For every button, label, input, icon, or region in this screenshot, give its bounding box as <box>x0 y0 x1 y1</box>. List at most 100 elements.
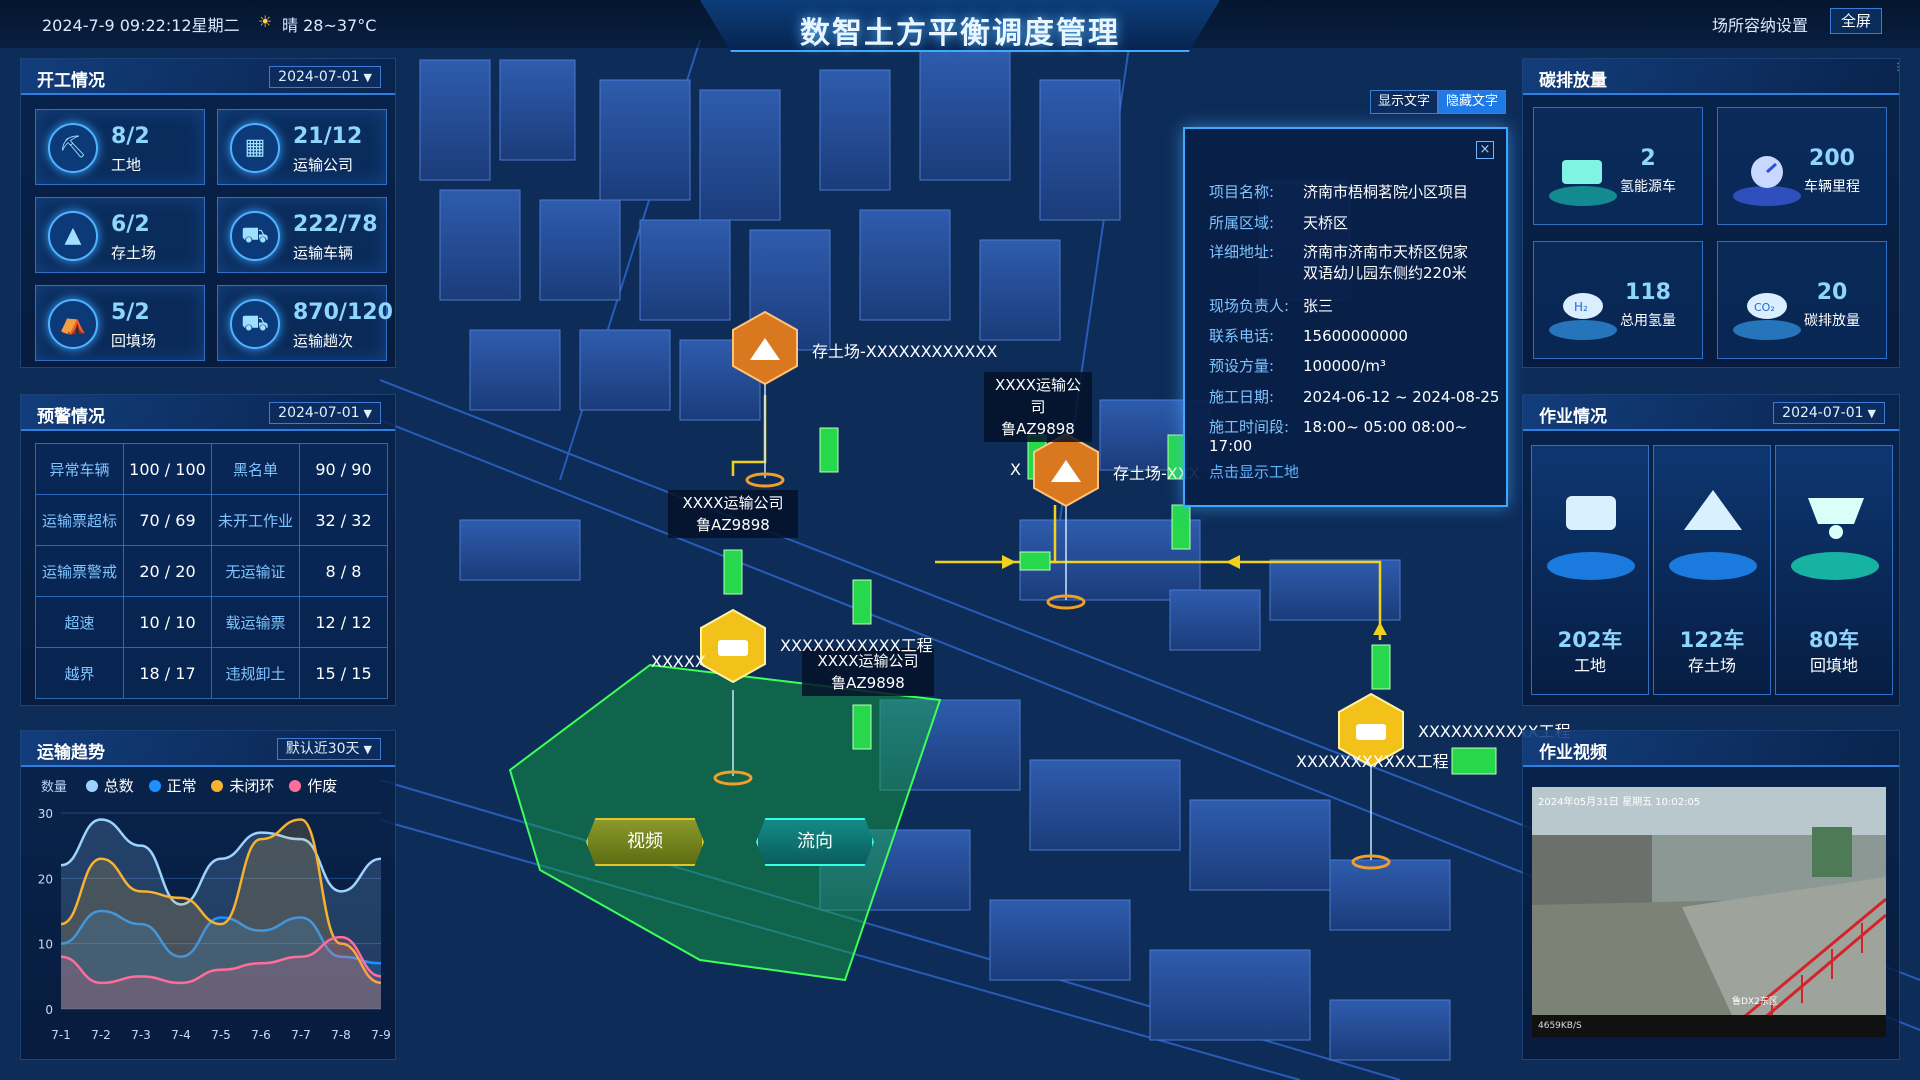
close-icon[interactable]: × <box>1476 141 1494 159</box>
stat-value: 21/12 <box>293 124 363 149</box>
table-row: 异常车辆 100 / 100 黑名单 90 / 90 <box>35 443 388 495</box>
date-select[interactable]: 2024-07-01▼ <box>269 66 381 88</box>
table-cell: 违规卸土 <box>211 647 300 699</box>
carbon-card[interactable]: H₂ 118 总用氢量 <box>1533 241 1703 359</box>
x-tick-label: 7-3 <box>131 1028 151 1042</box>
panel-title: 开工情况 <box>37 71 105 91</box>
video-button[interactable]: 视频 <box>586 818 704 866</box>
site-marker[interactable] <box>700 608 766 684</box>
panel-title: 碳排放量 <box>1539 71 1607 91</box>
table-row: 超速 10 / 10 载运输票 12 / 12 <box>35 596 388 648</box>
table-cell[interactable]: 20 / 20 <box>123 545 212 597</box>
warning-panel: 预警情况 2024-07-01▼ 异常车辆 100 / 100 黑名单 90 /… <box>20 394 396 706</box>
legend-label: 作废 <box>307 777 338 795</box>
table-cell: 运输票超标 <box>35 494 124 546</box>
work-card[interactable]: 80车 回填地 <box>1775 445 1893 695</box>
hide-text-button[interactable]: 隐藏文字 <box>1438 90 1507 114</box>
info-row: 详细地址:济南市济南市天桥区倪家 <box>1209 243 1469 261</box>
info-row: 预设方量:100000/m³ <box>1209 357 1386 375</box>
carbon-panel: 碳排放量 ⋮ 2 氢能源车 200 车辆里程 H₂ 118 总用氢量 CO₂ 2… <box>1522 58 1903 368</box>
truck-trip-icon: ⛟ <box>230 299 280 349</box>
stat-label: 工地 <box>111 156 142 174</box>
panel-title: 预警情况 <box>37 407 105 427</box>
table-cell[interactable]: 15 / 15 <box>299 647 388 699</box>
legend-swatch <box>148 780 161 792</box>
vehicle-label: XXXX运输公司鲁AZ9898 <box>668 490 798 538</box>
info-row: 联系电话:15600000000 <box>1209 327 1408 345</box>
stat-value: 222/78 <box>293 212 378 237</box>
panel-header: 碳排放量 ⋮ <box>1523 59 1903 95</box>
stat-card[interactable]: ▦ 21/12 运输公司 <box>217 109 387 185</box>
y-tick-label: 0 <box>45 1003 53 1017</box>
site-info-popup: × 项目名称:济南市梧桐茗院小区项目 所属区域:天桥区 详细地址:济南市济南市天… <box>1183 127 1508 507</box>
mountain-icon: ▲ <box>48 211 98 261</box>
site-label: XXXXXXXXXXX工程 <box>1296 752 1449 771</box>
series-area <box>61 937 381 1009</box>
stat-value: 2 <box>1640 146 1656 171</box>
table-cell[interactable]: 18 / 17 <box>123 647 212 699</box>
stat-card[interactable]: ⛟ 222/78 运输车辆 <box>217 197 387 273</box>
stat-value: 200 <box>1809 146 1855 171</box>
table-cell: 未开工作业 <box>211 494 300 546</box>
stat-label: 碳排放量 <box>1804 313 1860 329</box>
legend-swatch <box>85 780 98 792</box>
series-area <box>61 819 381 1009</box>
chevron-down-icon: ▼ <box>1867 407 1876 420</box>
table-cell[interactable]: 12 / 12 <box>299 596 388 648</box>
table-cell[interactable]: 32 / 32 <box>299 494 388 546</box>
vehicle-markers[interactable] <box>723 427 1497 775</box>
depot-label: 存土场-XXX <box>1113 464 1200 483</box>
range-select[interactable]: 默认近30天▼ <box>276 738 381 760</box>
stat-label: 车辆里程 <box>1804 179 1860 195</box>
flow-button[interactable]: 流向 <box>756 818 874 866</box>
building-blocks <box>419 49 1451 1061</box>
table-cell: 异常车辆 <box>35 443 124 495</box>
excavator-icon <box>1547 496 1635 580</box>
stat-card[interactable]: ⛺ 5/2 回填场 <box>35 285 205 361</box>
show-site-link[interactable]: 点击显示工地 <box>1209 463 1300 481</box>
stat-card[interactable]: ⛏ 8/2 工地 <box>35 109 205 185</box>
legend-label: 总数 <box>103 777 134 795</box>
stat-card[interactable]: ▲ 6/2 存土场 <box>35 197 205 273</box>
stat-label: 运输公司 <box>293 156 354 174</box>
carbon-card[interactable]: 200 车辆里程 <box>1717 107 1887 225</box>
panel-title: 作业情况 <box>1539 407 1607 427</box>
panel-title: 运输趋势 <box>37 743 105 763</box>
table-cell[interactable]: 8 / 8 <box>299 545 388 597</box>
table-cell[interactable]: 90 / 90 <box>299 443 388 495</box>
table-cell[interactable]: 70 / 69 <box>123 494 212 546</box>
stat-value: 870/120 <box>293 300 393 325</box>
table-cell[interactable]: 10 / 10 <box>123 596 212 648</box>
more-icon[interactable]: ⋮ <box>1893 62 1903 73</box>
site-marker[interactable] <box>1338 692 1404 768</box>
text-toggle: 显示文字隐藏文字 <box>1370 90 1507 114</box>
fullscreen-button[interactable]: 全屏 <box>1830 8 1883 34</box>
show-text-button[interactable]: 显示文字 <box>1370 90 1439 114</box>
info-row: 施工时间段:18:00~ 05:00 08:00~ 17:00 <box>1209 418 1468 455</box>
video-player[interactable]: 2024年05月31日 星期五 10:02:05 4659KB/S 鲁DX2东区 <box>1532 787 1886 1037</box>
depot-marker[interactable] <box>1033 432 1099 508</box>
date-select[interactable]: 2024-07-01▼ <box>269 402 381 424</box>
series-line <box>60 909 382 965</box>
sun-icon: ☀ <box>258 12 273 31</box>
datetime: 2024-7-9 09:22:12星期二 <box>42 16 240 35</box>
legend-label: 正常 <box>166 777 197 795</box>
work-card[interactable]: 122车 存土场 <box>1653 445 1771 695</box>
panel-header: 开工情况 2024-07-01▼ <box>21 59 395 95</box>
settings-link[interactable]: 场所容纳设置 <box>1712 16 1809 35</box>
weather: 晴 28~37°C <box>282 16 377 35</box>
table-row: 运输票警戒 20 / 20 无运输证 8 / 8 <box>35 545 388 597</box>
carbon-card[interactable]: 2 氢能源车 <box>1533 107 1703 225</box>
info-row: 现场负责人:张三 <box>1209 297 1334 315</box>
carbon-card[interactable]: CO₂ 20 碳排放量 <box>1717 241 1887 359</box>
work-card[interactable]: 202车 工地 <box>1531 445 1649 695</box>
table-cell[interactable]: 100 / 100 <box>123 443 212 495</box>
vehicle-label: XXXX运输公司鲁AZ9898 <box>802 648 934 696</box>
stat-card[interactable]: ⛟ 870/120 运输趟次 <box>217 285 393 361</box>
wheelbarrow-icon: ⛺ <box>48 299 98 349</box>
depot-marker[interactable] <box>732 310 798 386</box>
x-tick-label: 7-9 <box>371 1028 391 1042</box>
date-select[interactable]: 2024-07-01▼ <box>1773 402 1885 424</box>
depot-label: 存土场-XXXXXXXXXXXX <box>812 342 998 361</box>
